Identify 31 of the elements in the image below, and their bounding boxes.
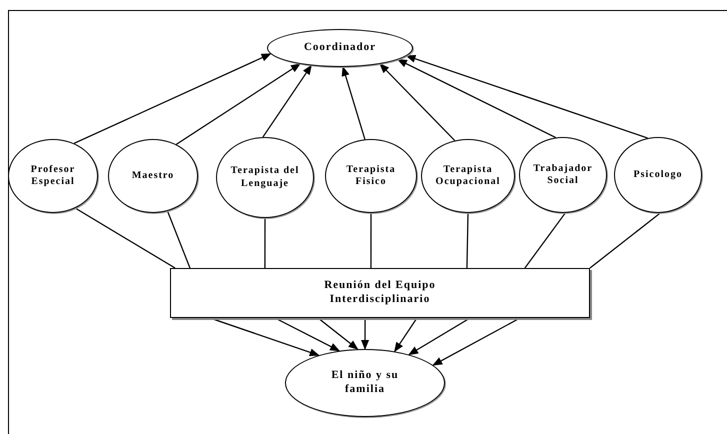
- node-label: Reunión del Equipo Interdisciplinario: [323, 279, 437, 307]
- arrow: [342, 66, 366, 140]
- connector-line: [370, 213, 372, 268]
- role-ellipse: [8, 139, 98, 213]
- node-label: El niño y su familia: [330, 369, 400, 397]
- arrow: [406, 54, 648, 139]
- node-label: Maestro: [130, 170, 176, 182]
- node-label: Terapista Ocupacional: [434, 164, 502, 188]
- node-label: Coordinador: [302, 41, 378, 55]
- connector-line: [466, 212, 469, 268]
- arrow: [394, 318, 418, 352]
- node-label: Profesor Especial: [30, 164, 76, 188]
- arrow: [74, 53, 272, 144]
- arrow: [408, 317, 470, 356]
- arrow: [176, 63, 301, 145]
- arrow: [262, 64, 312, 138]
- meeting-box: [170, 268, 590, 318]
- arrow: [379, 63, 456, 141]
- connector-line: [74, 208, 176, 269]
- node-label: Trabajador Social: [532, 162, 594, 188]
- node-label: Psicologo: [632, 168, 684, 182]
- role-ellipse: [267, 29, 413, 67]
- arrow: [397, 59, 556, 138]
- connector-line: [590, 212, 661, 268]
- arrow: [318, 318, 358, 350]
- arrow: [361, 318, 370, 350]
- connector-line: [264, 218, 266, 268]
- connector-line: [166, 210, 190, 268]
- connector-line: [524, 212, 566, 268]
- node-label: Terapista del Lenguaje: [230, 165, 300, 190]
- node-label: Terapista Fisico: [345, 164, 397, 188]
